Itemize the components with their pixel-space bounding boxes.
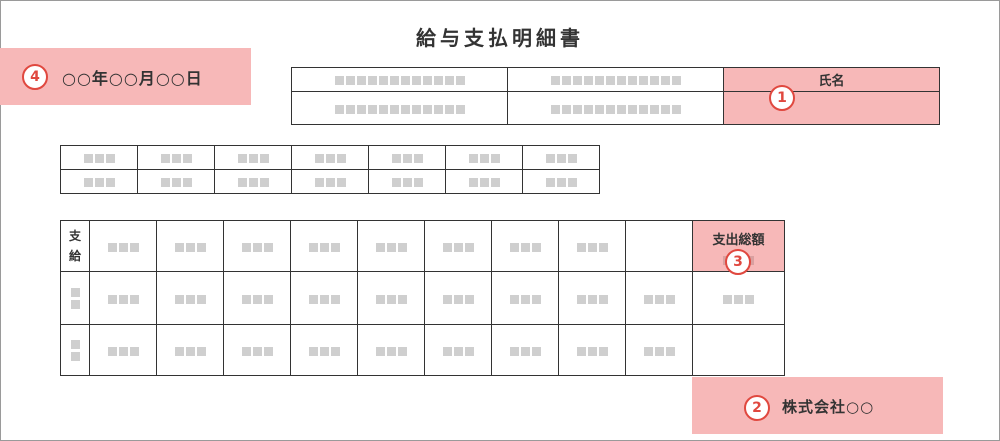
grid-cell: [89, 220, 157, 272]
grid-cell: [424, 220, 492, 272]
grid-cell: [625, 324, 693, 376]
grid-cell: [291, 145, 369, 170]
marker-4: 4: [22, 64, 48, 90]
marker-2: 2: [744, 395, 770, 421]
company-box: 2 株式会社○○: [692, 377, 943, 434]
name-value-cell: [723, 91, 940, 125]
grid-cell-empty: [692, 324, 785, 376]
grid-cell: [357, 324, 425, 376]
grid-cell: [424, 324, 492, 376]
header-cell: [507, 67, 724, 92]
grid-cell: [445, 169, 523, 194]
document-title: 給与支払明細書: [416, 26, 584, 50]
grid-cell: [223, 271, 291, 325]
grid-cell: [491, 324, 559, 376]
pay-label-2: 給: [68, 249, 81, 263]
grid-cell: [290, 271, 358, 325]
grid-cell: [89, 271, 157, 325]
grid-cell: [156, 220, 224, 272]
grid-cell: [223, 220, 291, 272]
date-text: ○○年○○月○○日: [62, 69, 203, 88]
pay-label-1: 支: [68, 229, 81, 243]
grid-cell: [89, 324, 157, 376]
grid-cell: [692, 271, 785, 325]
date-box: 4 ○○年○○月○○日: [0, 48, 251, 105]
grid-cell: [223, 324, 291, 376]
grid-cell: [491, 271, 559, 325]
grid-cell: [445, 145, 523, 170]
attendance-table: [60, 145, 600, 194]
grid-cell-empty: [625, 220, 693, 272]
grid-cell: [558, 220, 626, 272]
header-cell: [507, 91, 724, 125]
grid-cell: [156, 324, 224, 376]
header-cell: [291, 67, 508, 92]
grid-cell: [60, 169, 138, 194]
grid-cell: [156, 271, 224, 325]
pay-side-label: 支 給: [60, 220, 90, 272]
grid-cell: [357, 220, 425, 272]
name-label: 氏名: [818, 74, 845, 89]
grid-cell: [290, 324, 358, 376]
header-cell: [291, 91, 508, 125]
grid-cell: [137, 169, 215, 194]
grid-cell: [137, 145, 215, 170]
grid-cell: [368, 169, 446, 194]
payment-table: 支 給 支出総額: [60, 220, 785, 376]
grid-cell: [214, 145, 292, 170]
grid-cell: [625, 271, 693, 325]
pay-side-mark: [60, 271, 90, 325]
grid-cell: [368, 145, 446, 170]
grid-cell: [558, 324, 626, 376]
grid-cell: [522, 169, 600, 194]
header-info-table: 氏名: [291, 67, 940, 125]
pay-side-mark: [60, 324, 90, 376]
grid-cell: [290, 220, 358, 272]
grid-cell: [558, 271, 626, 325]
grid-cell: [522, 145, 600, 170]
grid-cell: [491, 220, 559, 272]
grid-cell: [291, 169, 369, 194]
marker-1: 1: [769, 85, 795, 111]
marker-3: 3: [725, 249, 751, 275]
grid-cell: [424, 271, 492, 325]
grid-cell: [357, 271, 425, 325]
grid-cell: [60, 145, 138, 170]
company-name: 株式会社○○: [782, 398, 875, 416]
grid-cell: [214, 169, 292, 194]
total-label: 支出総額: [712, 233, 765, 248]
name-label-cell: 氏名: [723, 67, 940, 92]
